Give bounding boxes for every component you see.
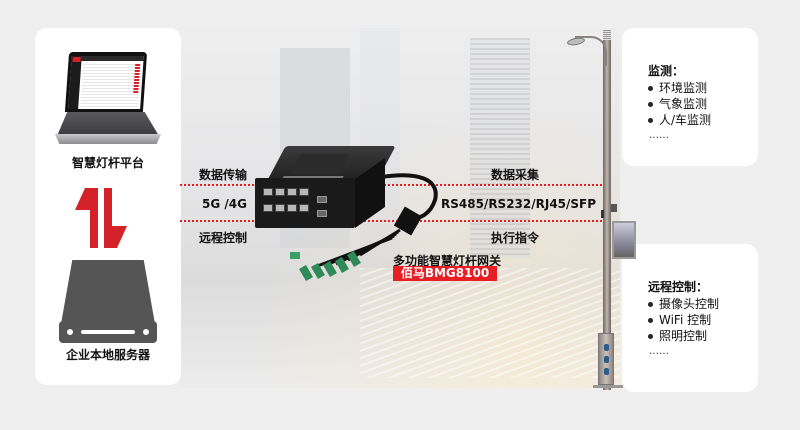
bullet-icon: [648, 118, 653, 123]
server-label: 企业本地服务器: [65, 348, 150, 362]
list-item: 环境监测: [648, 80, 711, 96]
lamp-arm: [575, 36, 607, 66]
monitoring-title: 监测：: [648, 64, 685, 78]
bullet-icon: [648, 102, 653, 107]
gateway-device-image: [255, 146, 396, 236]
bidirectional-arrows-icon: [75, 188, 127, 248]
smart-pole-icon: [603, 30, 611, 390]
charging-cabinet-icon: [598, 333, 614, 385]
bullet-icon: [648, 302, 653, 307]
execute-command-label: 执行指令: [491, 231, 540, 245]
bullet-icon: [648, 86, 653, 91]
network-label: 5G /4G: [202, 197, 247, 211]
remote-control-card: 远程控制： 摄像头控制 WiFi 控制 照明控制 ……: [622, 244, 758, 392]
platform-server-card: 智慧灯杆平台 企业本地服务器: [35, 28, 181, 385]
interfaces-label: RS485/RS232/RJ45/SFP: [441, 197, 597, 211]
pole-sensor-cap: [603, 30, 611, 40]
building-silhouette: [470, 38, 530, 258]
monitoring-card: 监测： 环境监测 气象监测 人/车监测 ……: [622, 28, 758, 166]
list-item: 摄像头控制: [648, 296, 719, 312]
camera-icon: [601, 210, 604, 218]
connector-line-top: [180, 184, 610, 186]
city-road-background: [180, 28, 620, 388]
more-ellipsis: ……: [649, 346, 669, 357]
control-list: 摄像头控制 WiFi 控制 照明控制: [648, 296, 719, 344]
list-item: WiFi 控制: [648, 312, 719, 328]
bullet-icon: [648, 334, 653, 339]
list-item: 人/车监测: [648, 112, 711, 128]
gateway-title: 多功能智慧灯杆网关: [393, 254, 502, 268]
more-ellipsis: ……: [649, 130, 669, 141]
server-icon: [61, 260, 155, 324]
data-transfer-label: 数据传输: [199, 168, 248, 182]
monitoring-list: 环境监测 气象监测 人/车监测: [648, 80, 711, 128]
list-item: 气象监测: [648, 96, 711, 112]
pole-base: [593, 385, 623, 388]
gateway-cable-harness: [290, 173, 438, 282]
server-drive-bay: [59, 321, 157, 343]
bullet-icon: [648, 318, 653, 323]
laptop-icon: [55, 52, 167, 146]
control-title: 远程控制：: [648, 280, 709, 294]
gateway-model-badge: 佰马BMG8100: [393, 266, 497, 281]
light-trails: [360, 268, 620, 378]
list-item: 照明控制: [648, 328, 719, 344]
data-collection-label: 数据采集: [491, 168, 540, 182]
platform-label: 智慧灯杆平台: [71, 156, 144, 170]
remote-control-label: 远程控制: [199, 231, 248, 245]
pole-device-box: [611, 204, 617, 212]
connector-line-bottom: [180, 220, 610, 222]
display-screen-icon: [612, 221, 636, 259]
